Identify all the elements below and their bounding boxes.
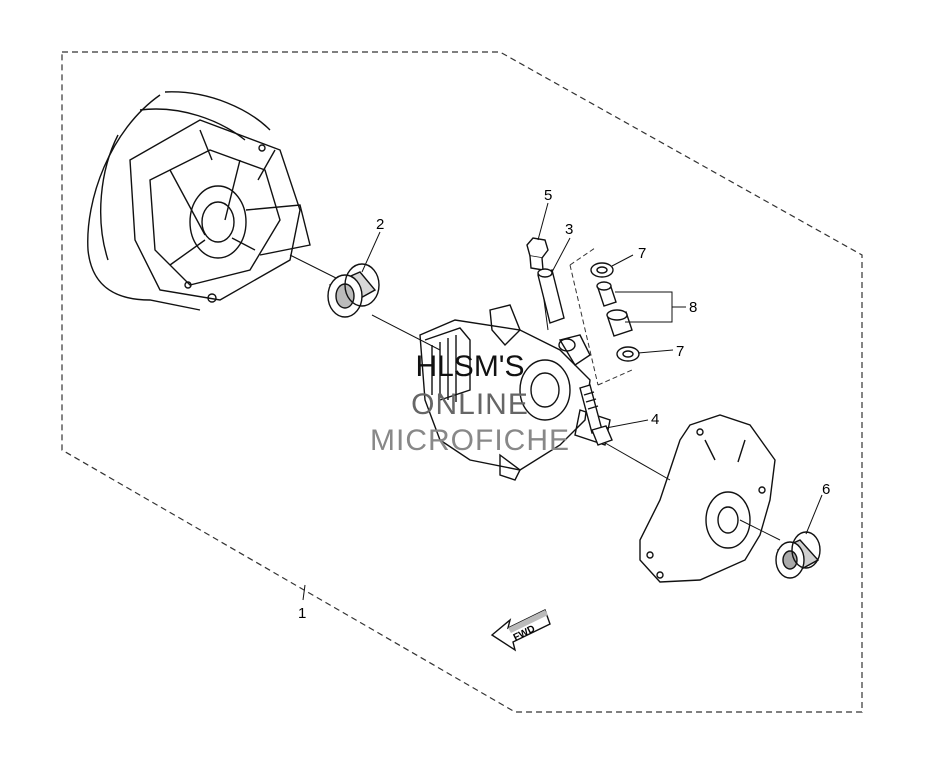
callout-2: 2 xyxy=(376,216,384,233)
callout-5: 5 xyxy=(544,187,552,204)
callout-1: 1 xyxy=(298,605,306,622)
part-2-bushing xyxy=(327,263,380,318)
callout-8: 8 xyxy=(689,299,697,316)
callout-7-bottom: 7 xyxy=(676,343,684,360)
part-4-bolt xyxy=(579,384,613,446)
part-3-collar xyxy=(537,268,565,324)
assembly-boundary xyxy=(61,51,863,713)
part-8-spacers xyxy=(596,281,633,337)
primary-sheave xyxy=(87,91,311,311)
callout-6: 6 xyxy=(822,481,830,498)
callout-4: 4 xyxy=(651,411,659,428)
cover-plate xyxy=(639,414,776,583)
part-5-nut xyxy=(526,237,549,331)
part-6-bushing xyxy=(775,531,821,579)
part-7-washer-bottom xyxy=(616,346,640,362)
callout-7-top: 7 xyxy=(638,245,646,262)
spider-hub xyxy=(419,304,611,481)
group-bracket xyxy=(569,247,633,386)
part-7-washer-top xyxy=(590,262,614,278)
center-line xyxy=(289,254,781,541)
callout-3: 3 xyxy=(565,221,573,238)
leader-lines xyxy=(302,202,823,601)
fwd-arrow-badge: FWD xyxy=(490,609,551,652)
